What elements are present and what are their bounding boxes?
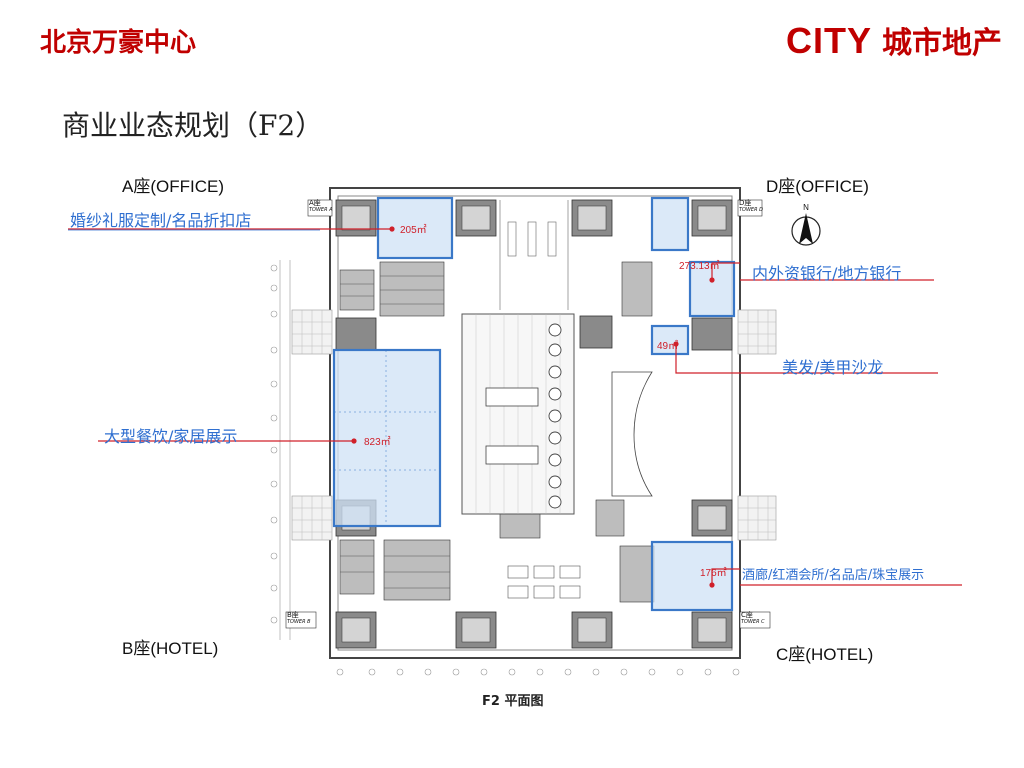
city-logo: CITY 城市地产 xyxy=(786,18,1002,62)
zone-49 xyxy=(650,324,690,356)
tower-b-label: B座(HOTEL) xyxy=(122,639,219,658)
tower-tag-c-en: TOWER C xyxy=(741,619,765,625)
tower-tag-c: C座 TOWER C xyxy=(741,612,765,626)
zone-176 xyxy=(650,540,734,612)
tower-d-label: D座(OFFICE) xyxy=(766,177,869,196)
zone-823 xyxy=(332,348,442,528)
tower-tag-b-en: TOWER B xyxy=(287,619,311,625)
area-273: 273.13㎡ xyxy=(679,261,720,272)
callout-wedding: 婚纱礼服定制/名品折扣店 xyxy=(70,211,252,230)
area-49: 49㎡ xyxy=(657,341,679,352)
area-823: 823㎡ xyxy=(364,437,391,448)
slide-title: 商业业态规划（F2） xyxy=(62,109,324,142)
logo-cn: 城市地产 xyxy=(882,26,1002,61)
callout-dining: 大型餐饮/家居展示 xyxy=(104,427,238,446)
tower-tag-b: B座 TOWER B xyxy=(287,612,311,626)
svg-text:N: N xyxy=(803,203,809,212)
zone-273-top xyxy=(650,196,690,252)
tower-tag-d: D座 TOWER D xyxy=(739,200,763,214)
plan-caption: F2 平面图 xyxy=(482,694,544,709)
tower-a-label: A座(OFFICE) xyxy=(122,177,224,196)
tower-tag-d-cn: D座 xyxy=(739,199,752,207)
tower-tag-c-cn: C座 xyxy=(741,611,753,619)
callout-salon: 美发/美甲沙龙 xyxy=(782,358,884,377)
tower-c-label: C座(HOTEL) xyxy=(776,645,874,664)
area-205: 205㎡ xyxy=(400,225,427,236)
tower-tag-a-cn: A座 xyxy=(309,199,321,207)
tower-tag-a-en: TOWER A xyxy=(309,207,333,213)
callout-bank: 内外资银行/地方银行 xyxy=(752,264,902,283)
north-arrow-icon: N xyxy=(791,203,821,246)
header-title: 北京万豪中心 xyxy=(40,28,197,58)
logo-en: CITY xyxy=(785,20,872,61)
area-176: 176㎡ xyxy=(700,568,727,579)
tower-tag-a: A座 TOWER A xyxy=(309,200,333,214)
tower-tag-b-cn: B座 xyxy=(287,611,299,619)
callout-lounge: 酒廊/红酒会所/名品店/珠宝展示 xyxy=(742,568,925,583)
tower-tag-d-en: TOWER D xyxy=(739,207,764,213)
